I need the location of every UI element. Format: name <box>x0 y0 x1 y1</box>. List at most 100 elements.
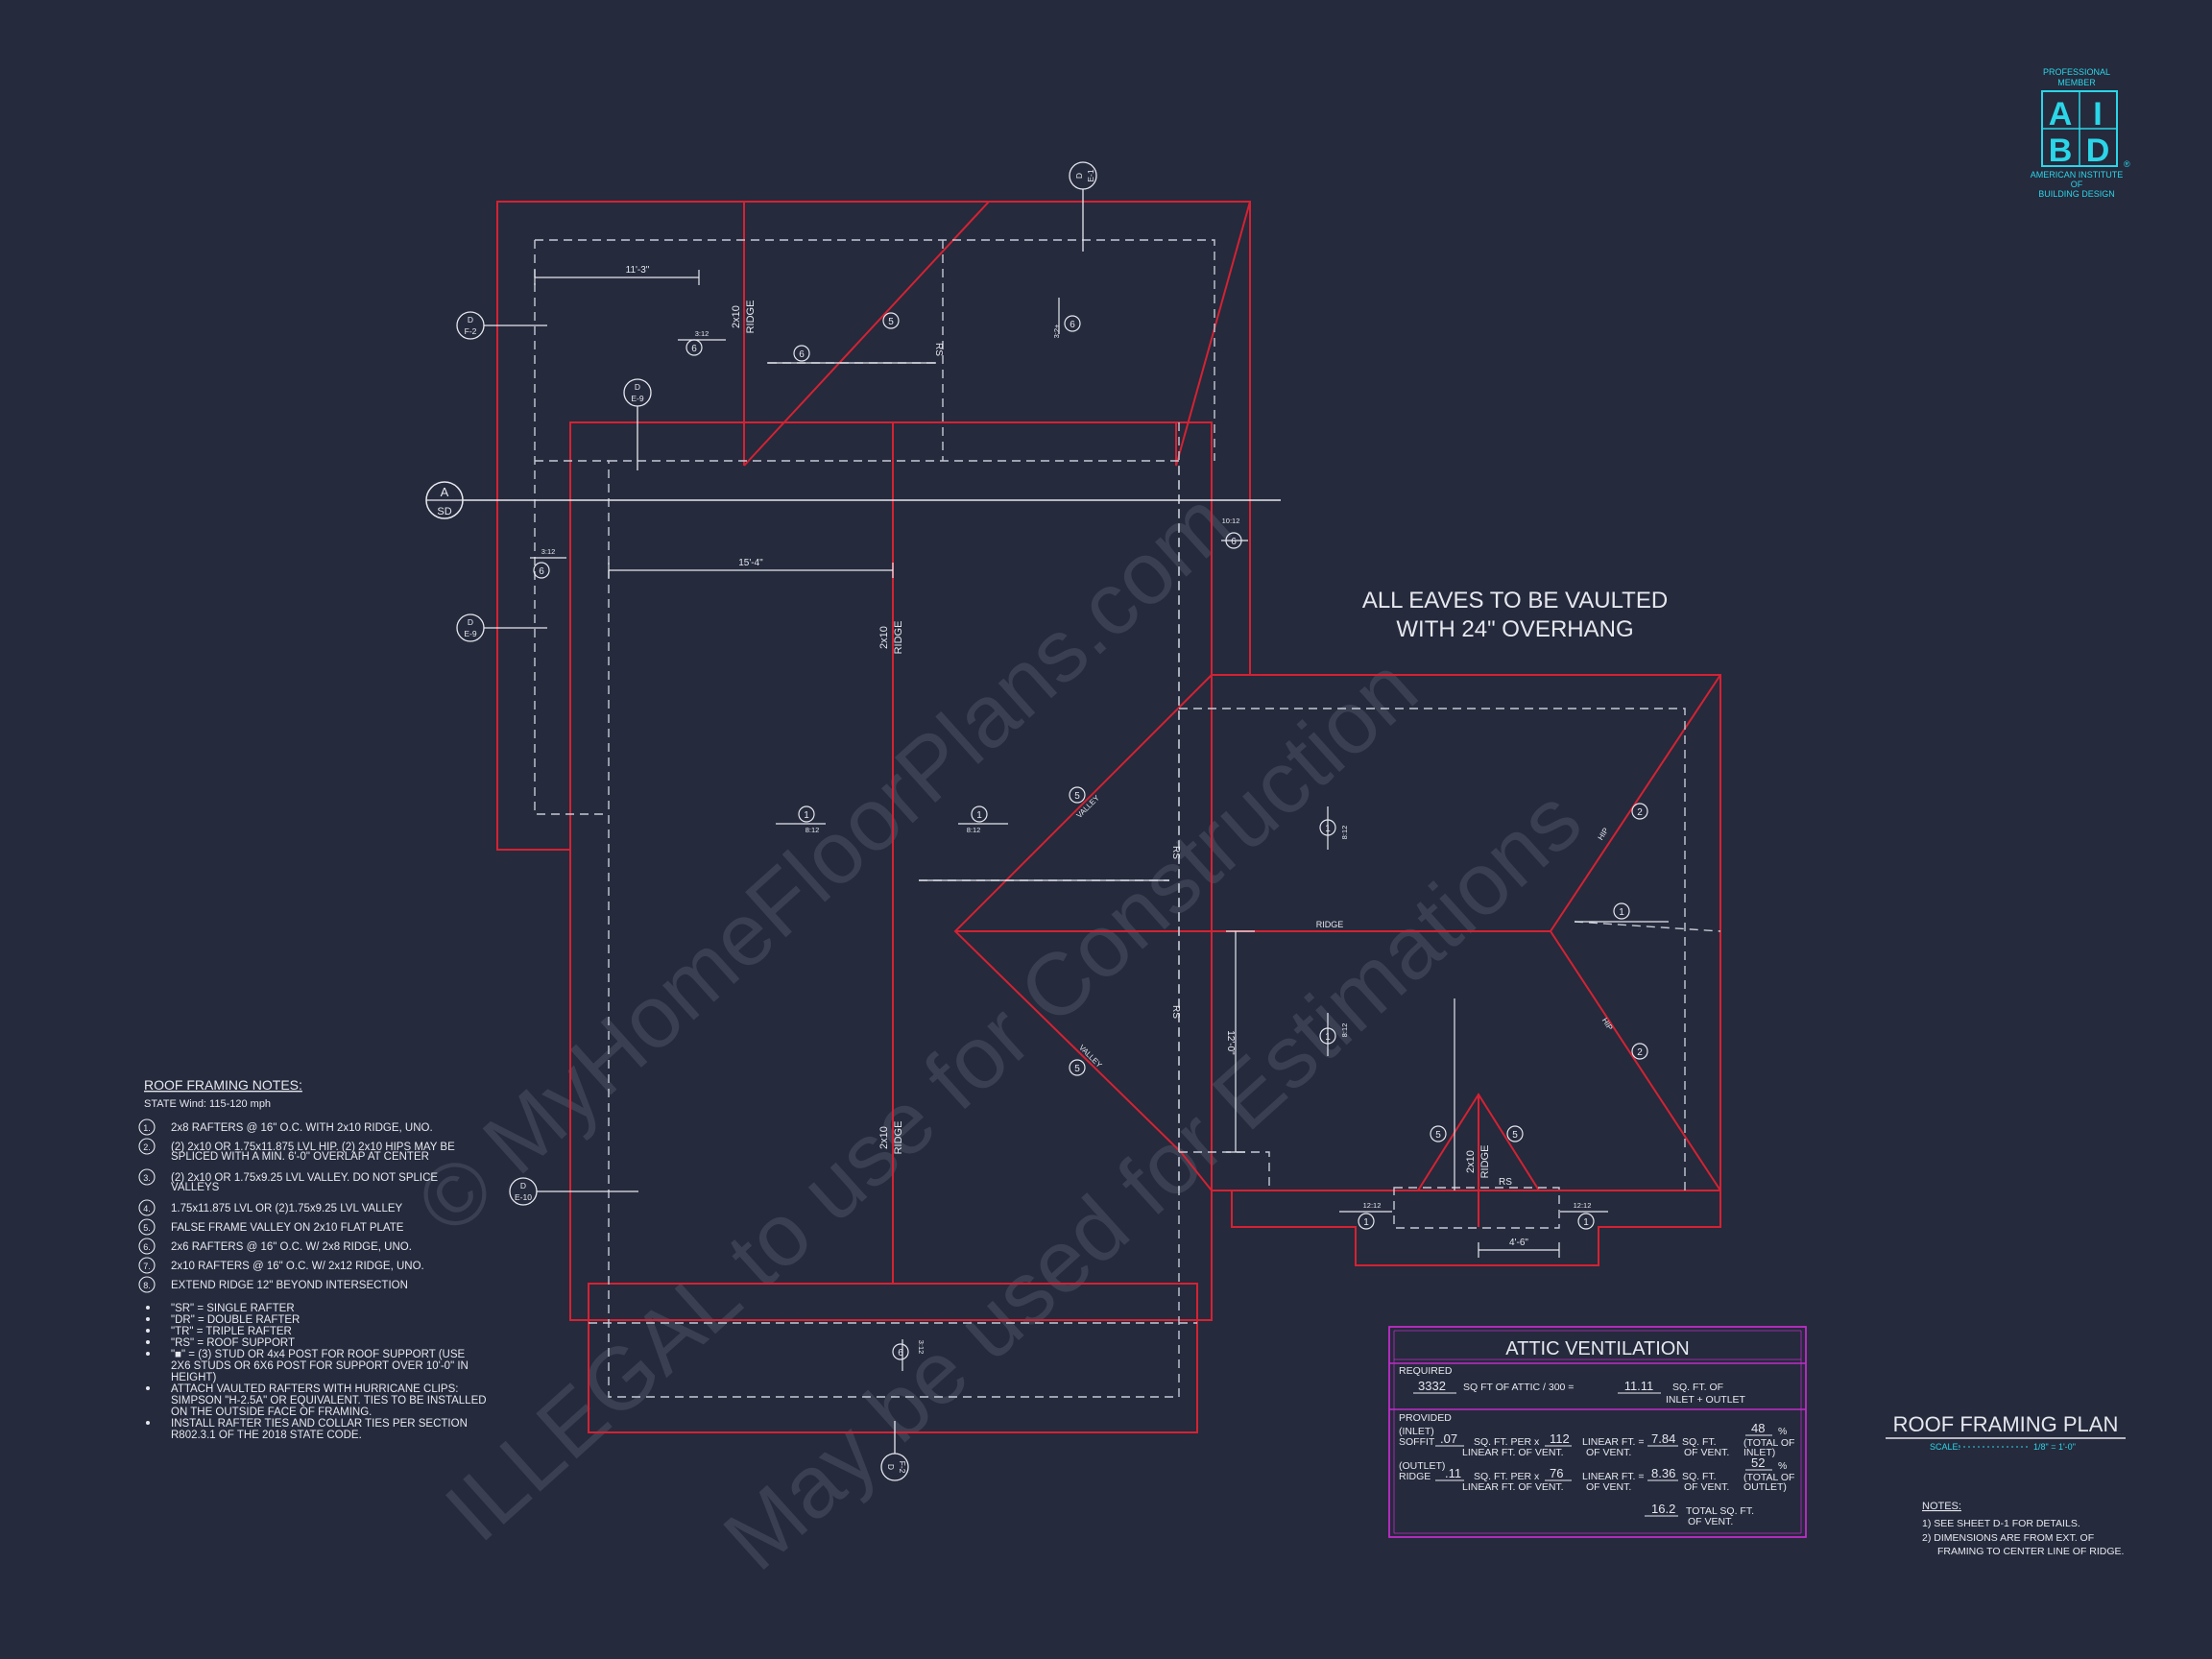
pitch-3-12-a: 3:12 <box>695 329 709 338</box>
note-number: 6. <box>143 1242 151 1252</box>
badge-registered: ® <box>2124 159 2130 169</box>
attic-total: TOTAL SQ. FT. <box>1686 1505 1754 1517</box>
callout-1-d: 1 <box>1325 1032 1331 1043</box>
note-number-circle <box>138 1118 156 1136</box>
attic-soffit-pct: 48 <box>1751 1421 1765 1435</box>
detail-d-3: D <box>1074 173 1084 179</box>
bullet-dot <box>146 1352 150 1356</box>
note-number: 7. <box>143 1262 151 1271</box>
badge-top: PROFESSIONAL <box>2043 67 2110 77</box>
pitch-8-12-c: 8:12 <box>1340 826 1349 840</box>
attic-req-unit-2: INLET + OUTLET <box>1666 1394 1746 1406</box>
section-a-label: A <box>441 485 449 499</box>
note-number: 3. <box>143 1173 151 1183</box>
note-text-cont: SPLICED WITH A MIN. 6'-0" OVERLAP AT CEN… <box>171 1151 429 1163</box>
bullet-dot <box>146 1386 150 1390</box>
dim-11-3: 11'-3" <box>626 265 650 276</box>
detail-d-6: D <box>886 1464 896 1470</box>
note-number-circle <box>138 1276 156 1293</box>
attic-total-2: OF VENT. <box>1688 1516 1733 1527</box>
callout-5-d: 5 <box>1435 1130 1441 1141</box>
note-number: 2. <box>143 1142 151 1152</box>
attic-required: REQUIRED <box>1399 1365 1453 1377</box>
note-text: (2) 2x10 OR 1.75x9.25 LVL VALLEY. DO NOT… <box>171 1172 438 1184</box>
ridge-2-label: RIDGE <box>893 621 904 655</box>
note-number: 5. <box>143 1223 151 1233</box>
bullet-text: "DR" = DOUBLE RAFTER <box>171 1314 300 1326</box>
aibd-badge: PROFESSIONAL MEMBER A I B D ® AMERICAN I… <box>2031 67 2130 199</box>
dimension-labels: 11'-3" 15'-4" 12'-0" 4'-6" <box>626 265 1529 1248</box>
notes-title: ROOF FRAMING NOTES: <box>144 1077 302 1093</box>
attic-total-outlet: OUTLET) <box>1743 1481 1787 1493</box>
attic-ofvent-2: OF VENT. <box>1684 1447 1729 1458</box>
pitch-8-12-a: 8:12 <box>805 826 820 834</box>
note-text-cont: VALLEYS <box>171 1182 220 1193</box>
attic-ridge-len: 76 <box>1550 1466 1563 1480</box>
section-marker-a: A SD <box>425 481 464 519</box>
roof-framing-notes: ROOF FRAMING NOTES: STATE Wind: 115-120 … <box>138 1077 487 1441</box>
attic-linft-2: LINEAR FT. = <box>1582 1471 1644 1482</box>
bullet-dot <box>146 1317 150 1321</box>
bullet-text: ON THE OUTSIDE FACE OF FRAMING. <box>171 1407 372 1418</box>
callout-5-b: 5 <box>1074 791 1080 802</box>
bullet-text: SIMPSON "H-2.5A" OR EQUIVALENT. TIES TO … <box>171 1395 487 1407</box>
bullet-dot <box>146 1421 150 1425</box>
attic-soffit-sqft: 7.84 <box>1651 1431 1675 1446</box>
bullet-text: HEIGHT) <box>171 1372 216 1383</box>
attic-pct-1: % <box>1778 1426 1787 1437</box>
badge-letter-i: I <box>2093 96 2102 132</box>
note-callouts <box>533 312 1648 1360</box>
pitch-8-12-b: 8:12 <box>967 826 981 834</box>
callout-1-g: 1 <box>1583 1217 1589 1228</box>
note-text: EXTEND RIDGE 12" BEYOND INTERSECTION <box>171 1280 408 1291</box>
attic-per-2: SQ. FT. PER x <box>1474 1471 1540 1482</box>
detail-d-1: D <box>468 315 473 325</box>
attic-req-unit: SQ. FT. OF <box>1672 1382 1723 1393</box>
tb-note-2: 2) DIMENSIONS ARE FROM EXT. OF <box>1922 1532 2094 1544</box>
valley-label-lower: VALLEY <box>1077 1044 1104 1070</box>
dim-4-6: 4'-6" <box>1509 1238 1528 1248</box>
pitch-10-12: 10:12 <box>1222 517 1240 525</box>
callout-1-a: 1 <box>804 810 809 821</box>
badge-top-2: MEMBER <box>2057 78 2096 87</box>
attic-pct-2: % <box>1778 1460 1787 1472</box>
pitch-arrows <box>530 298 1669 1371</box>
note-number-circle <box>138 1138 156 1155</box>
bullet-text: "SR" = SINGLE RAFTER <box>171 1303 295 1314</box>
attic-total-of-1: (TOTAL OF <box>1743 1437 1794 1449</box>
bullet-text: "■" = (3) STUD OR 4x4 POST FOR ROOF SUPP… <box>171 1349 466 1360</box>
attic-req-text: SQ FT OF ATTIC / 300 = <box>1463 1382 1574 1393</box>
detail-e9-b: E-9 <box>631 394 644 403</box>
callout-2-b: 2 <box>1637 1047 1643 1058</box>
callout-5-c: 5 <box>1074 1064 1080 1074</box>
callout-5-a: 5 <box>888 317 894 327</box>
attic-total-of-2: (TOTAL OF <box>1743 1472 1794 1483</box>
bullet-text: R802.3.1 OF THE 2018 STATE CODE. <box>171 1430 362 1441</box>
attic-sqft-2: SQ. FT. <box>1682 1471 1717 1482</box>
pitch-3-12-b: 3:12 <box>541 547 556 556</box>
badge-bottom-3: BUILDING DESIGN <box>2038 189 2115 199</box>
scale-value: 1/8" = 1'-0" <box>2033 1442 2076 1452</box>
attic-ofvent-1: OF VENT. <box>1586 1447 1631 1458</box>
notes-items: 1.2x8 RAFTERS @ 16" O.C. WITH 2x10 RIDGE… <box>138 1118 455 1293</box>
eaves-note-line-1: ALL EAVES TO BE VAULTED <box>1362 588 1668 613</box>
ridge-1-size: 2x10 <box>731 305 742 328</box>
attic-soffit-len: 112 <box>1550 1431 1570 1446</box>
callout-6-f: 6 <box>898 1348 903 1358</box>
ridge-horizontal-label: RIDGE <box>1316 920 1344 929</box>
attic-ridge: RIDGE <box>1399 1471 1431 1482</box>
attic-req-area: 3332 <box>1418 1379 1446 1393</box>
callout-5-e: 5 <box>1512 1130 1518 1141</box>
detail-f2-b: F-2 <box>898 1461 907 1474</box>
rs-label-2: RS <box>1170 846 1181 859</box>
attic-sqft-1: SQ. FT. <box>1682 1436 1717 1448</box>
badge-bottom-1: AMERICAN INSTITUTE <box>2031 170 2124 180</box>
note-number-circle <box>138 1199 156 1216</box>
attic-ridge-rate: .11 <box>1445 1466 1461 1480</box>
attic-inlet: (INLET) <box>1399 1426 1434 1437</box>
bullet-text: "RS" = ROOF SUPPORT <box>171 1337 295 1349</box>
bullet-text: 2X6 STUDS OR 6X6 POST FOR SUPPORT OVER 1… <box>171 1360 469 1372</box>
note-number-circle <box>138 1257 156 1274</box>
callout-6-d: 6 <box>539 566 544 577</box>
note-text: 2x8 RAFTERS @ 16" O.C. WITH 2x10 RIDGE, … <box>171 1122 433 1134</box>
